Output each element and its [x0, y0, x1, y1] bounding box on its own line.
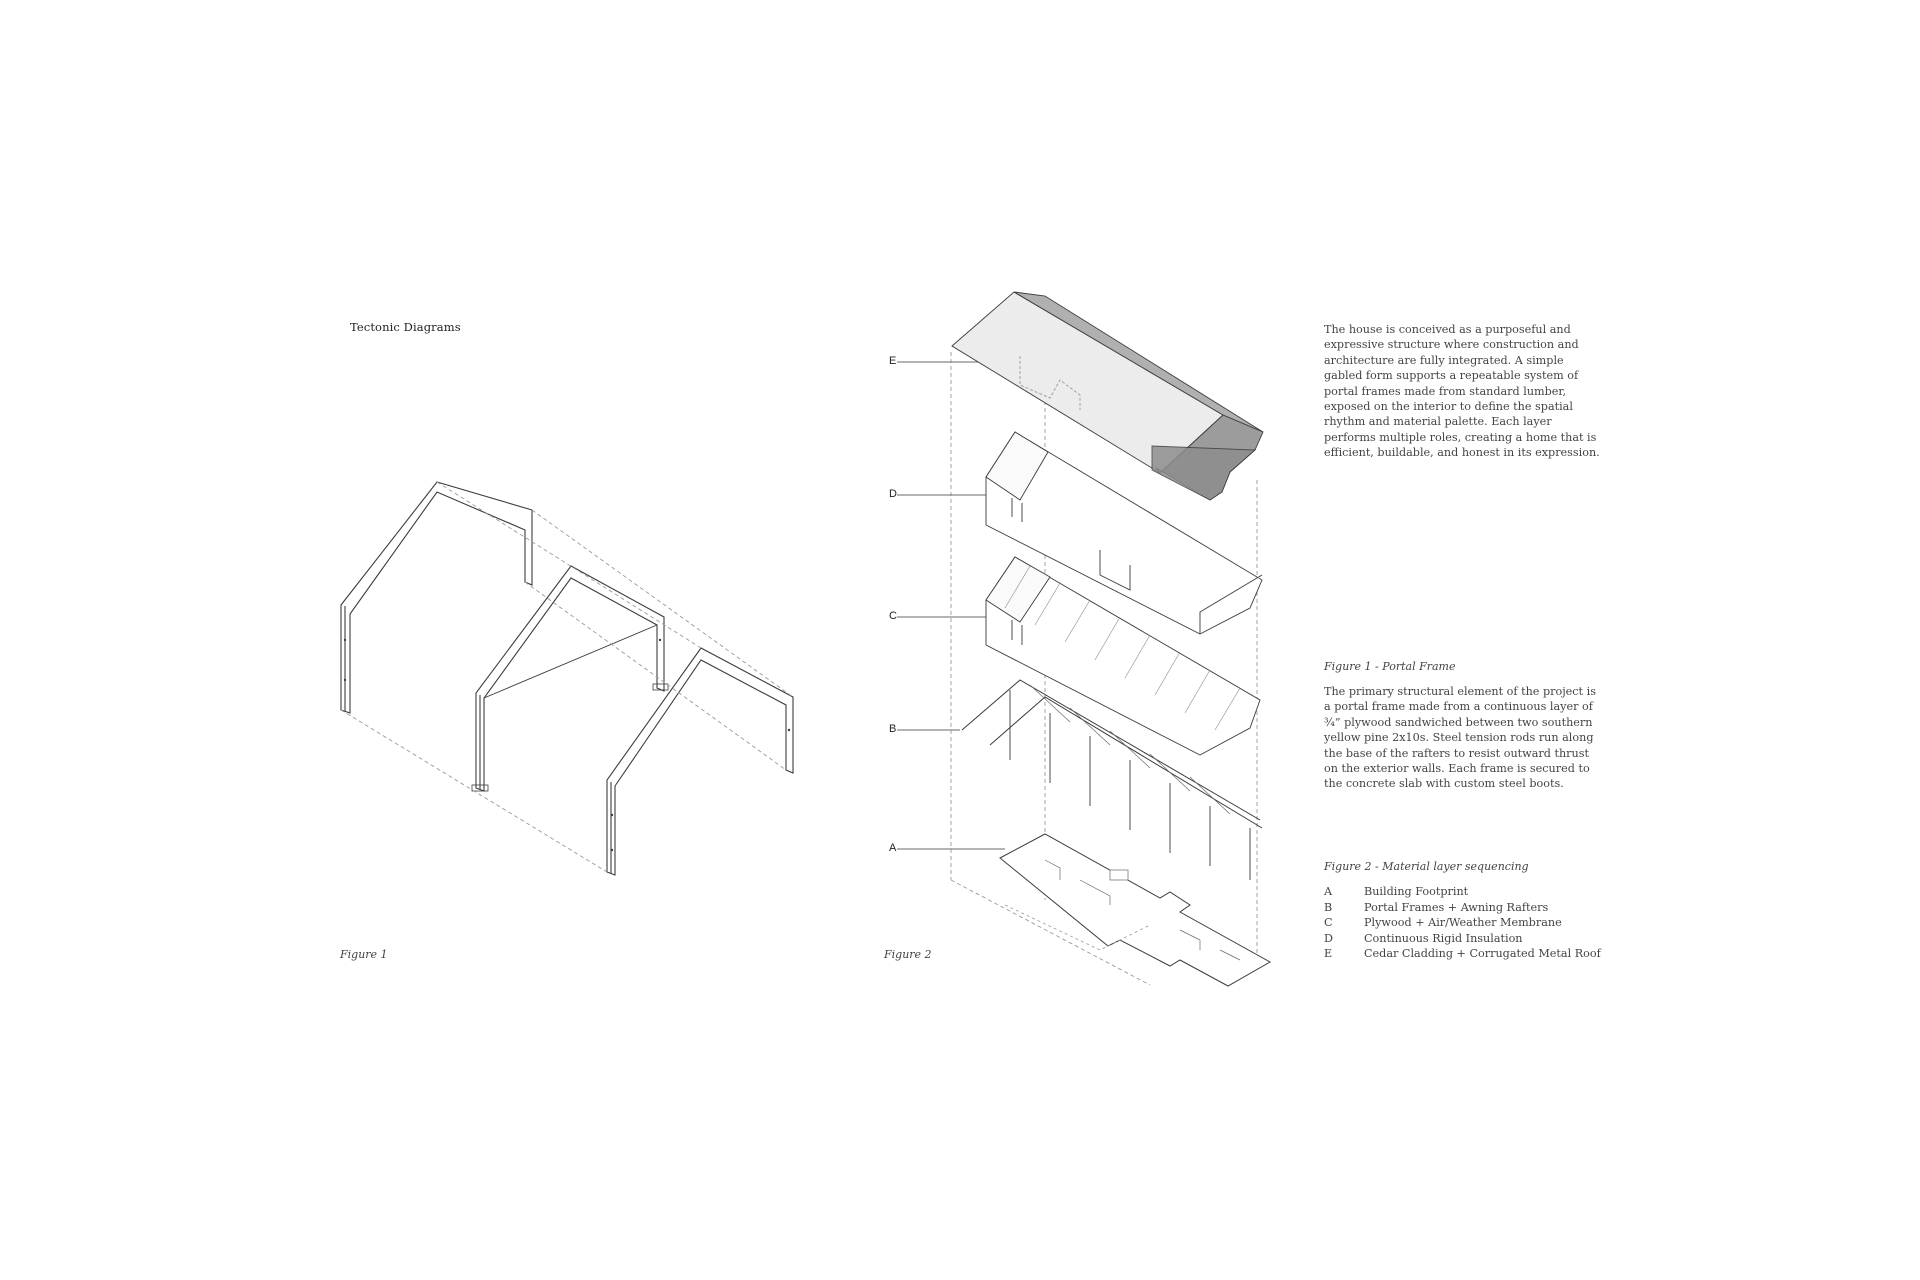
- legend-key: B: [1324, 900, 1333, 914]
- legend-label: Cedar Cladding + Corrugated Metal Roof: [1364, 947, 1601, 960]
- legend-row: E Cedar Cladding + Corrugated Metal Roof: [1324, 946, 1601, 962]
- legend-row: B Portal Frames + Awning Rafters: [1324, 900, 1601, 916]
- legend-label: Plywood + Air/Weather Membrane: [1364, 916, 1562, 929]
- page-title: Tectonic Diagrams: [350, 320, 461, 334]
- portal-frame-3: [606, 647, 794, 876]
- layer-label-e: E: [889, 355, 897, 367]
- legend-row: D Continuous Rigid Insulation: [1324, 931, 1601, 947]
- layer-label-b: B: [889, 723, 897, 735]
- legend-key: E: [1324, 947, 1333, 960]
- layer-c-plywood: [985, 556, 1261, 756]
- layer-b-portal-frames: [961, 679, 1263, 880]
- portal-frame-paragraph: The primary structural element of the pr…: [1324, 685, 1596, 791]
- legend-label: Continuous Rigid Insulation: [1364, 931, 1523, 945]
- layer-label-a: A: [889, 842, 897, 854]
- legend-key: D: [1324, 931, 1333, 945]
- layer-a-floor-plan: [999, 833, 1272, 987]
- figure-2-caption: Figure 2: [884, 948, 932, 961]
- legend-key: A: [1324, 885, 1333, 898]
- tension-rod: [483, 624, 658, 699]
- legend-label: Building Footprint: [1364, 885, 1469, 898]
- legend-key: C: [1324, 916, 1333, 929]
- portal-frame-heading: Figure 1 - Portal Frame: [1324, 660, 1456, 673]
- legend-row: A Building Footprint: [1324, 884, 1601, 900]
- intro-paragraph: The house is conceived as a purposeful a…: [1324, 323, 1600, 460]
- layer-label-c: C: [889, 610, 897, 622]
- layer-label-d: D: [889, 488, 897, 500]
- layer-d-insulation: [985, 431, 1263, 635]
- figure-1-caption: Figure 1: [340, 948, 388, 961]
- legend-row: C Plywood + Air/Weather Membrane: [1324, 915, 1601, 931]
- material-layers-heading: Figure 2 - Material layer sequencing: [1324, 860, 1529, 873]
- material-layers-legend: A Building Footprint B Portal Frames + A…: [1324, 884, 1601, 962]
- portal-frame-1: [340, 481, 533, 714]
- layer-e-roof: [951, 291, 1264, 501]
- legend-label: Portal Frames + Awning Rafters: [1364, 900, 1549, 914]
